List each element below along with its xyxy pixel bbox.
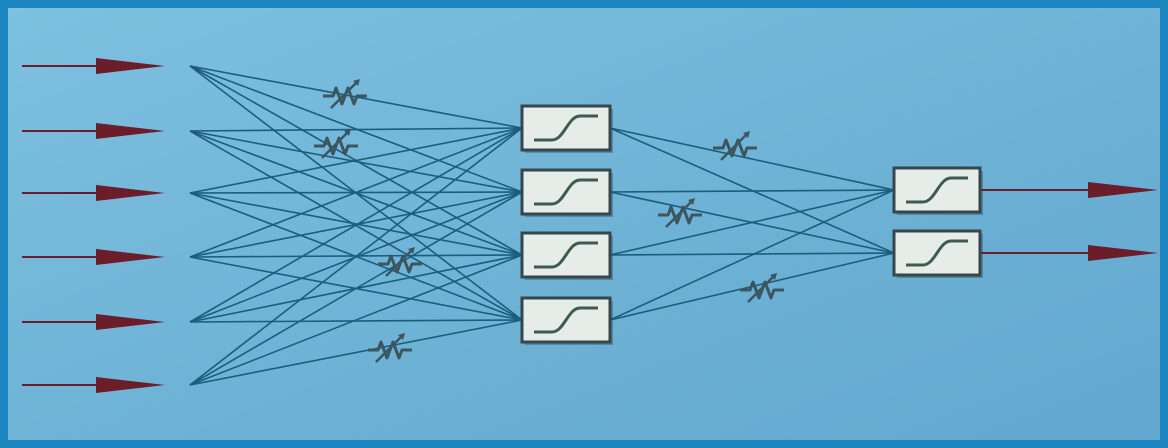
hidden-node-4 — [520, 296, 613, 345]
input-arrow-icon — [22, 185, 165, 201]
input-arrow-icon — [22, 377, 165, 393]
input-arrow-icon — [22, 314, 165, 330]
weight-resistor-icon — [368, 333, 412, 363]
connection-input-5-hidden-1 — [189, 127, 523, 323]
hidden-node-2 — [520, 168, 613, 217]
connection-input-2-hidden-2 — [189, 130, 523, 193]
weight-resistor-icon — [740, 273, 784, 303]
sigmoid-curve-icon — [534, 241, 598, 269]
sigmoid-curve-icon — [906, 239, 968, 267]
connection-input-6-hidden-4 — [189, 319, 523, 386]
connection-input-6-hidden-1 — [189, 127, 523, 386]
output-arrow-icon — [980, 182, 1158, 198]
weight-resistor-icon — [658, 198, 702, 228]
connection-hidden-3-output-1 — [609, 189, 895, 256]
connection-hidden-3-output-2 — [609, 252, 895, 256]
output-arrow-icon — [980, 245, 1158, 261]
sigmoid-curve-icon — [534, 306, 598, 334]
output-node-1 — [892, 166, 983, 215]
output-node-2 — [892, 229, 983, 278]
weight-resistor-icon — [713, 131, 757, 161]
input-arrow-icon — [22, 123, 165, 139]
connection-hidden-2-output-1 — [609, 189, 895, 193]
connection-input-3-hidden-1 — [189, 127, 523, 194]
sigmoid-curve-icon — [534, 178, 598, 206]
connection-input-2-hidden-1 — [189, 127, 523, 132]
input-arrow-icon — [22, 249, 165, 265]
connection-hidden-4-output-1 — [609, 189, 895, 321]
input-arrow-icon — [22, 58, 165, 74]
sigmoid-curve-icon — [534, 114, 598, 142]
sigmoid-curve-icon — [906, 176, 968, 204]
weight-resistor-icon — [314, 129, 358, 159]
hidden-node-1 — [520, 104, 613, 153]
weight-resistor-icon — [323, 79, 367, 109]
connection-input-6-hidden-3 — [189, 254, 523, 386]
connection-input-4-hidden-1 — [189, 127, 523, 258]
weight-resistor-icon — [378, 247, 422, 277]
hidden-node-3 — [520, 231, 613, 280]
connection-input-6-hidden-2 — [189, 191, 523, 386]
connection-hidden-1-output-1 — [609, 127, 895, 191]
connection-input-5-hidden-4 — [189, 319, 523, 323]
